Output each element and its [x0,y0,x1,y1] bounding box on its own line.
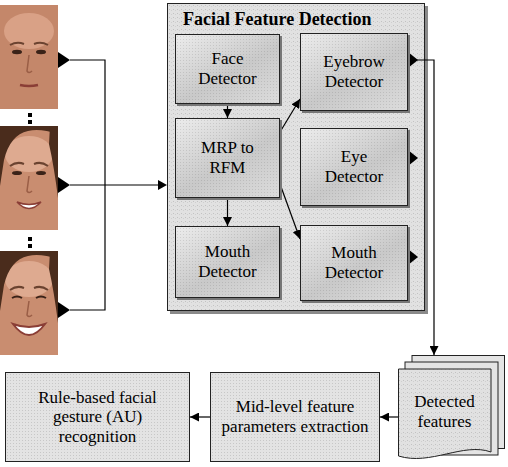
face-skin [0,251,58,355]
document-stack: Detected features [398,355,505,462]
face-eye [36,171,46,175]
face-skin [0,126,58,230]
process-box: Eyebrow Detector [300,33,408,111]
flow-arrow [190,416,210,417]
flow-arrow [227,198,228,226]
face-mouth [13,324,45,335]
face-eye [36,50,46,54]
process-box: Rule-based facial gesture (AU) recogniti… [5,372,190,462]
face-nose [27,301,32,317]
box-label: MRP to RFM [186,138,269,177]
face-forehead [5,136,53,172]
face-nose [27,55,32,73]
face-forehead [4,13,54,49]
ellipsis-dot [28,120,32,124]
frame-ground [168,4,429,315]
face-mouth [20,85,38,86]
ellipsis-dot [28,237,32,241]
face-brows [10,287,48,290]
face-eye [12,297,46,299]
output-triangle [58,177,70,193]
input-wire [70,60,160,310]
flow-arrow [280,184,300,239]
flow-arrow [408,60,434,355]
face-brows [10,43,48,45]
box-label: Rule-based facial gesture (AU) recogniti… [14,388,181,447]
face-eye [12,50,22,54]
face-photo [0,126,58,230]
document-page [399,369,492,458]
face-hair [49,251,58,323]
box-label: Eyebrow Detector [311,52,397,91]
output-triangle [408,249,418,265]
flow-arrow [380,416,398,417]
frame-outline [168,4,425,311]
box-label: Mid-level feature parameters extraction [219,397,371,436]
box-label: Mouth Detector [186,242,269,281]
module-title: Facial Feature Detection [167,3,425,30]
face-photo [0,251,58,355]
ellipsis-dot [28,244,32,248]
output-triangle [408,150,418,166]
process-box: Mid-level feature parameters extraction [210,372,380,462]
ellipsis-dot [28,113,32,117]
box-label: Detected features [400,392,489,431]
output-triangle [58,52,70,68]
flow-arrow [227,104,228,118]
output-triangle [58,302,70,318]
face-brows [10,163,48,166]
box-label: Mouth Detector [311,243,397,282]
face-photo [0,5,58,109]
face-forehead [5,261,53,297]
module-frame: Facial Feature DetectionFace DetectorMRP… [167,3,425,311]
box-label: Eye Detector [311,147,397,186]
face-eye [12,171,22,175]
box-label: Face Detector [186,49,269,88]
process-box: Mouth Detector [175,226,280,298]
process-box: Mouth Detector [300,225,408,301]
face-nose [27,176,32,193]
face-mouth [17,202,41,209]
process-box: Face Detector [175,34,280,104]
face-skin [0,5,58,109]
process-box: Eye Detector [300,128,408,206]
face-hair [49,126,58,198]
process-box: MRP to RFM [175,118,280,198]
flow-arrow [280,99,300,132]
input-arrowhead [158,180,167,190]
